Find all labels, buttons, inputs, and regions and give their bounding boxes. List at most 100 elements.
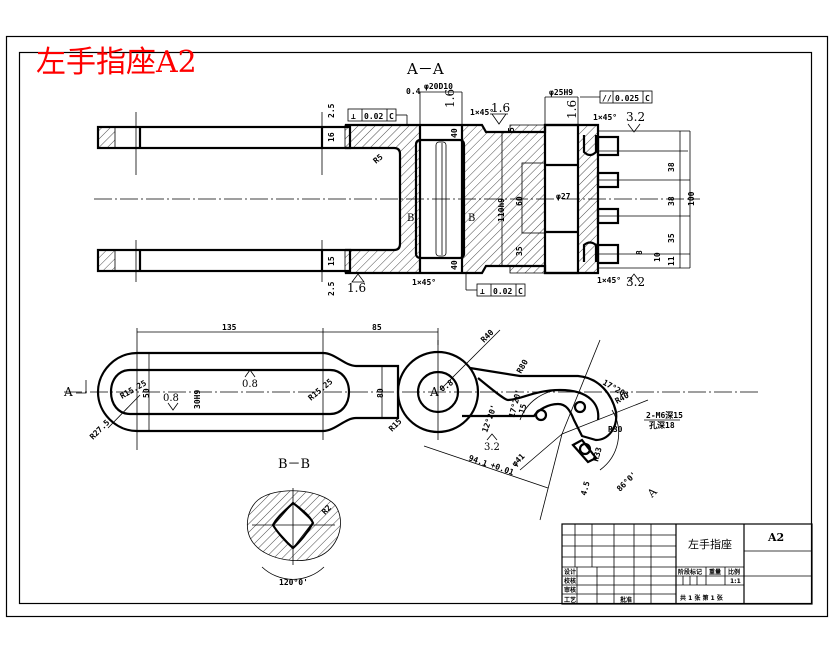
dim-r15-25b: R15.25 [307, 377, 335, 403]
dim-len-135: 135 [222, 323, 237, 332]
section-bb-label: B－B [278, 457, 310, 472]
svg-text:1.6: 1.6 [347, 281, 366, 295]
section-aa-label: A－A [406, 60, 444, 78]
dim-4-5: 4.5 [579, 480, 591, 496]
dim-r27-5: R27.5 [88, 418, 112, 442]
dim-r30: R30 [608, 425, 623, 434]
dim-w-80: 80 [376, 388, 385, 398]
dim-w-30h9: 30H9 [193, 390, 202, 409]
dim-5: 5 [507, 127, 516, 132]
svg-text://: // [602, 94, 612, 103]
dim-depth-60: 60 [515, 196, 524, 206]
tb-row-process: 工艺 [564, 596, 576, 604]
svg-text:⊥: ⊥ [351, 112, 356, 121]
chamfer-note-2: 1×45° [412, 278, 436, 287]
section-aa-view: A－A [94, 60, 700, 297]
dim-len-100: 100 [687, 191, 696, 206]
dim-r33: R33 [591, 446, 603, 462]
tb-row-check: 校核 [564, 577, 576, 585]
title-drawing-no: A2 [767, 531, 784, 544]
tb-row-review: 审核 [564, 586, 576, 594]
tb-approve: 批准 [620, 596, 632, 604]
dim-chamfer-left: 0.4 [406, 87, 421, 96]
roughness-5: 3.2 [626, 273, 645, 289]
dim-angle-86: 86°0' [615, 470, 638, 493]
roughness-1: 1.6 [490, 101, 510, 125]
svg-text:C: C [518, 287, 523, 296]
svg-text:1.6: 1.6 [491, 101, 510, 115]
holes-note: 2-M6深15 [646, 410, 683, 420]
svg-text:3.2: 3.2 [626, 110, 645, 124]
tb-scale-value: 1:1 [730, 578, 741, 585]
marker-a-left: A [63, 385, 73, 399]
svg-text:C: C [645, 94, 650, 103]
roughness-plan-1: 0.8 [242, 379, 258, 390]
dim-w40-bot: 40 [450, 260, 459, 270]
outer-border [5, 35, 829, 618]
title-part-name: 左手指座 [688, 537, 732, 551]
svg-text:0.02: 0.02 [364, 112, 383, 121]
roughness-4: 3.2 [626, 110, 645, 133]
tb-scale-label: 比例 [728, 568, 740, 576]
dim-r5: R5 [372, 152, 385, 165]
section-bb-view: B－B R2 120°0' [247, 457, 341, 587]
tb-stage-mark: 阶段标记 [678, 568, 702, 576]
dim-gap-top: 2.5 [327, 103, 336, 118]
dim-w40-top: 40 [450, 128, 459, 138]
dim-thk-15: 15 [327, 256, 336, 266]
roughness-plan-2: 0.8 [163, 393, 179, 404]
tolerance-parallel: // 0.025 C [580, 90, 653, 104]
svg-text:1.6: 1.6 [443, 89, 457, 108]
dim-angle-12: 12°20' [480, 403, 498, 433]
marker-a-bottom: A [644, 485, 660, 501]
holes-sub: 孔深18 [649, 420, 675, 430]
dim-r40: R40 [479, 328, 496, 345]
dim-right-35: 35 [667, 233, 676, 243]
svg-text:C: C [389, 112, 394, 121]
tb-row-design: 设计 [564, 568, 576, 576]
title-block: 左手指座 A2 设计 校核 审核 工艺 批准 阶段标记 重量 比例 1:1 共 … [561, 523, 813, 605]
dim-right-38a: 38 [667, 162, 676, 172]
dim-15: 15 [517, 403, 528, 415]
chamfer-note-3: 1×45° [593, 113, 617, 122]
dim-bb-angle: 120°0' [279, 578, 308, 587]
dim-overall: 110h9 [497, 198, 506, 222]
chamfer-note-1: 1×45° [470, 108, 494, 117]
dim-r15: R15 [387, 417, 404, 434]
dim-right-8: 8 [635, 250, 644, 255]
dim-94: 94.1 [467, 453, 488, 468]
dim-len-85: 85 [372, 323, 382, 332]
roughness-10: 1.6 [565, 100, 579, 119]
roughness-2: 1.6 [347, 273, 366, 295]
dim-r20: 0.8 [438, 378, 455, 394]
svg-text:0.025: 0.025 [615, 94, 639, 103]
svg-text:1.6: 1.6 [565, 100, 579, 119]
tolerance-perp-top: ⊥ 0.02 C [347, 108, 408, 125]
dim-right-10: 10 [653, 252, 662, 262]
tb-weight: 重量 [709, 568, 721, 576]
watermark-title: 左手指座A2 [36, 45, 197, 80]
dim-right-bore: φ25H9 [549, 88, 573, 97]
roughness-plan-3: 3.2 [484, 442, 500, 453]
dim-inner-dia: φ27 [556, 192, 571, 201]
inner-frame [18, 51, 813, 605]
dim-bore-dia: φ20D10 [424, 82, 453, 91]
tolerance-perp-bottom: ⊥ 0.02 C [465, 273, 526, 297]
dim-thk-16: 16 [327, 132, 336, 142]
tb-sheets: 共 1 张 第 1 张 [680, 594, 724, 602]
dim-right-38b: 38 [667, 196, 676, 206]
roughness-3: 1.6 [443, 89, 457, 108]
plan-view: 135 85 30H9 R15.25 R15.25 R27.5 50 80 A … [63, 323, 760, 521]
dim-depth-35: 35 [515, 246, 524, 256]
dim-right-11: 11 [667, 256, 676, 266]
marker-a-hub: A [429, 385, 439, 399]
dim-w-50: 50 [142, 388, 151, 398]
svg-text:⊥: ⊥ [480, 287, 485, 296]
svg-text:0.02: 0.02 [493, 287, 512, 296]
svg-text:3.2: 3.2 [626, 275, 645, 289]
chamfer-note-4: 1×45° [597, 276, 621, 285]
dim-r80: R80 [515, 358, 530, 375]
marker-b-left: B [407, 213, 414, 224]
dim-gap-bot: 2.5 [327, 281, 336, 296]
